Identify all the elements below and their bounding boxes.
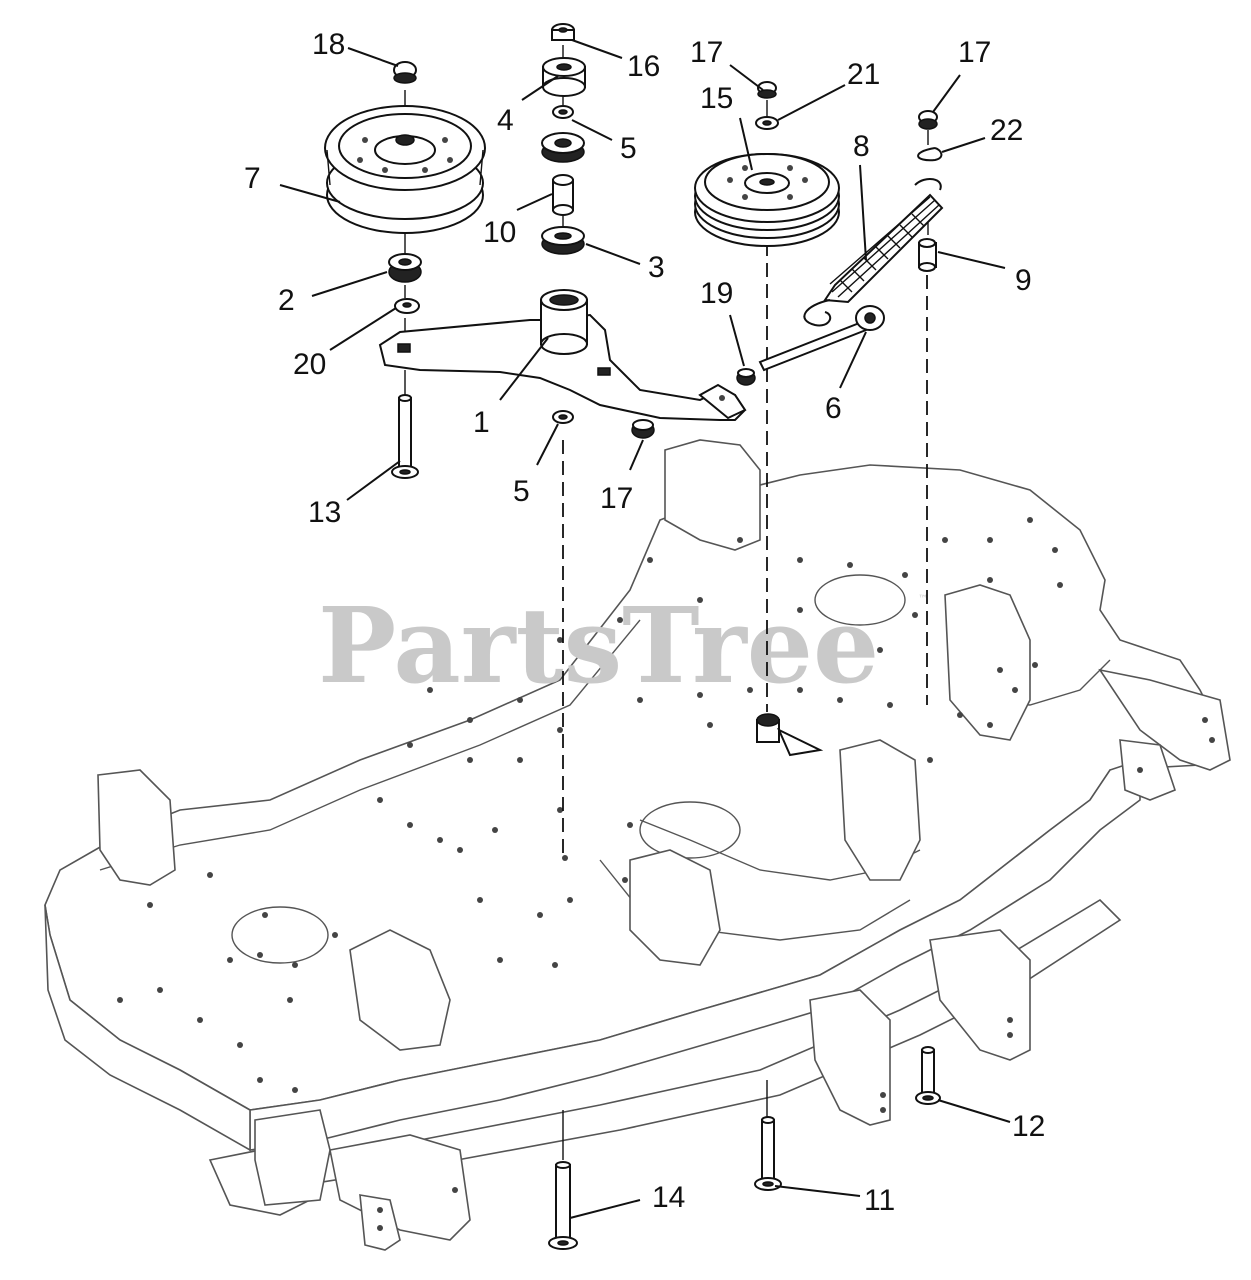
callout-8: 8 xyxy=(853,130,870,163)
callout-20: 20 xyxy=(293,348,326,381)
callout-13: 13 xyxy=(308,496,341,529)
part-18-nut xyxy=(393,61,417,84)
callout-18: 18 xyxy=(312,28,345,61)
callout-1: 1 xyxy=(473,406,490,439)
callout-6: 6 xyxy=(825,392,842,425)
callout-labels: 18 16 17 17 21 4 15 22 5 8 7 10 3 9 2 19… xyxy=(244,28,1045,1217)
part-20-washer xyxy=(394,298,420,314)
callout-17-bottom: 17 xyxy=(600,482,633,515)
part-12-bolt xyxy=(915,1046,941,1105)
callout-3: 3 xyxy=(648,251,665,284)
partstree-watermark: PartsTree xyxy=(318,584,879,707)
part-22-washer xyxy=(917,147,943,162)
callout-15: 15 xyxy=(700,82,733,115)
pivot-post xyxy=(756,713,824,757)
part-21-washer xyxy=(755,116,779,130)
part-14-bolt xyxy=(548,1161,578,1250)
part-6-spring-rod xyxy=(758,305,885,372)
part-17-nut-right xyxy=(918,110,938,130)
callout-5-top: 5 xyxy=(620,132,637,165)
part-17-nut-bottom xyxy=(631,419,655,439)
callout-7: 7 xyxy=(244,162,261,195)
callout-10: 10 xyxy=(483,216,516,249)
part-15-pulley xyxy=(694,153,840,247)
part-5-washer-bottom xyxy=(552,410,574,424)
bearing-upper xyxy=(541,132,585,163)
part-3-bearing xyxy=(541,226,585,255)
callout-5-bottom: 5 xyxy=(513,475,530,508)
callout-9: 9 xyxy=(1015,264,1032,297)
callout-2: 2 xyxy=(278,284,295,317)
callout-4: 4 xyxy=(497,104,514,137)
callout-17-top: 17 xyxy=(690,36,723,69)
callout-21: 21 xyxy=(847,58,880,91)
callout-17-right: 17 xyxy=(958,36,991,69)
trademark-symbol: ™ xyxy=(918,594,928,605)
callout-22: 22 xyxy=(990,114,1023,147)
part-16-nut xyxy=(551,23,575,41)
callout-16: 16 xyxy=(627,50,660,83)
callout-14: 14 xyxy=(652,1181,685,1214)
part-5-washer-top xyxy=(552,105,574,119)
part-19-nut xyxy=(736,368,756,386)
part-1-idler-arm xyxy=(378,289,747,421)
part-10-bushing xyxy=(552,174,574,216)
callout-12: 12 xyxy=(1012,1110,1045,1143)
callout-19: 19 xyxy=(700,277,733,310)
part-8-extension-spring xyxy=(803,178,944,327)
part-4-spacer xyxy=(542,57,586,97)
part-7-idler-pulley xyxy=(324,105,486,234)
part-9-spacer xyxy=(918,238,937,272)
mower-deck xyxy=(44,439,1231,1251)
part-17-nut-top xyxy=(757,81,777,99)
callout-11: 11 xyxy=(864,1184,895,1217)
part-11-bolt xyxy=(754,1116,782,1191)
part-2-bearing xyxy=(388,253,422,283)
part-13-bolt xyxy=(391,394,419,479)
leader-lines xyxy=(279,39,1011,1219)
